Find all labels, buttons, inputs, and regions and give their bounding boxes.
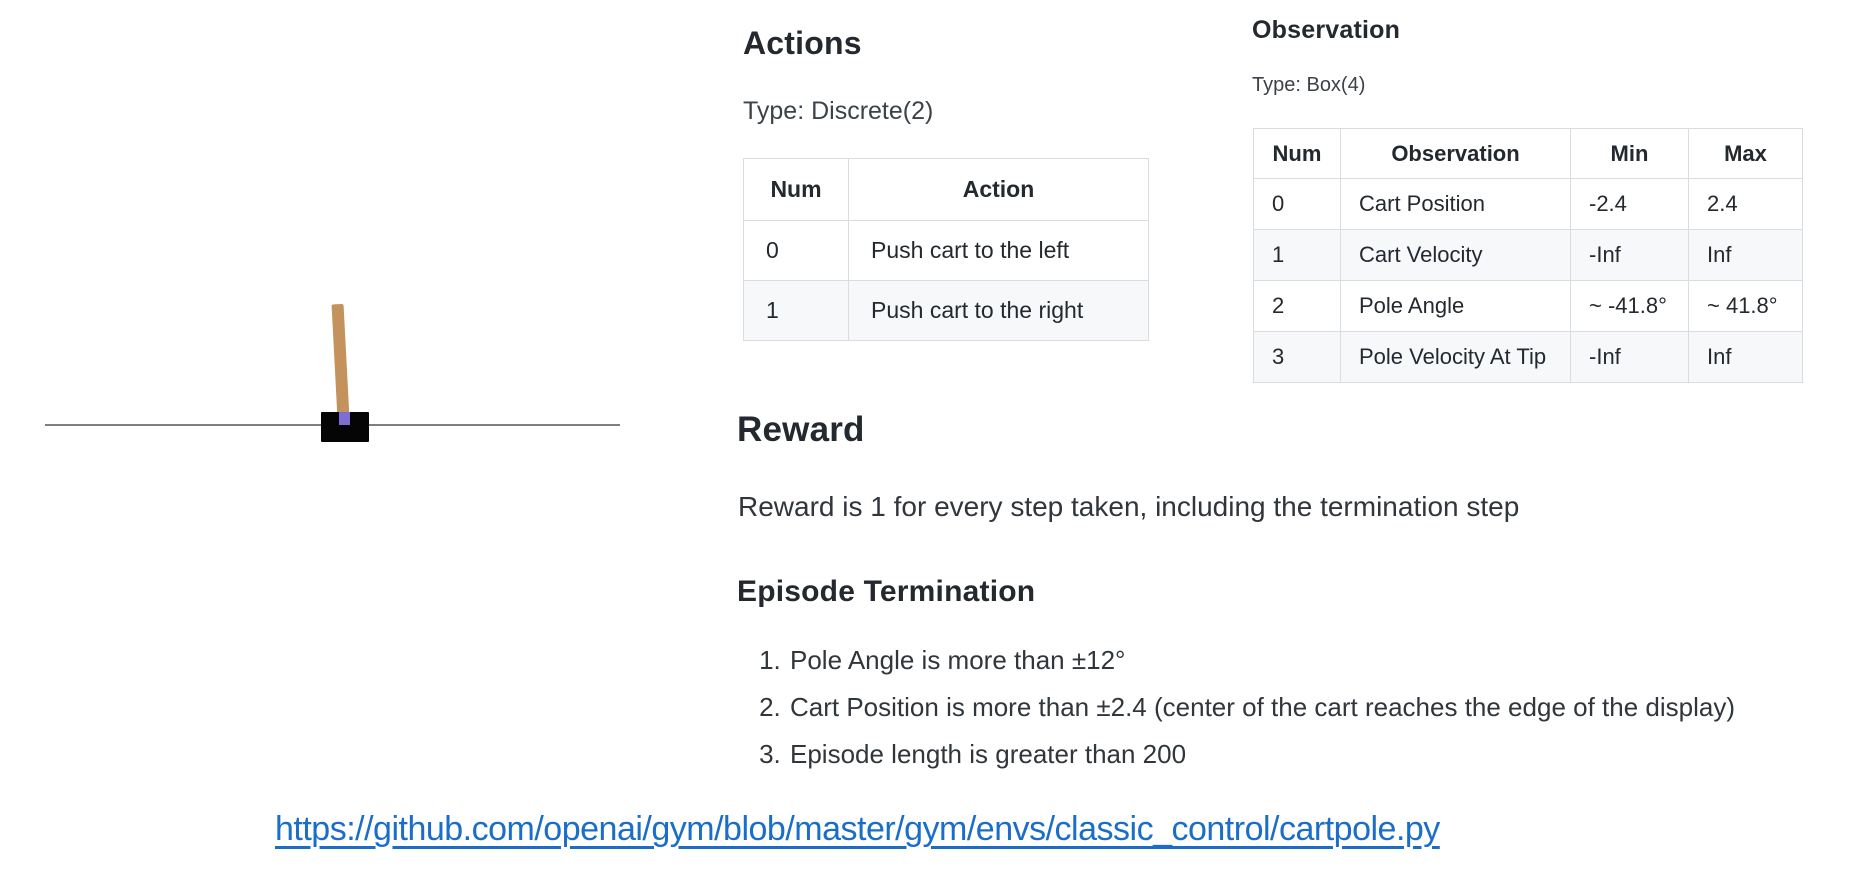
episode-termination-list: Pole Angle is more than ±12° Cart Positi… <box>745 637 1735 778</box>
table-row: 3 Pole Velocity At Tip -Inf Inf <box>1253 331 1803 383</box>
actions-type-line: Type: Discrete(2) <box>743 97 934 125</box>
observation-col-observation: Observation <box>1340 128 1571 179</box>
actions-cell-num: 0 <box>743 220 849 281</box>
actions-cell-num: 1 <box>743 280 849 341</box>
table-row: 0 Push cart to the left <box>743 220 1149 281</box>
observation-col-num: Num <box>1253 128 1341 179</box>
actions-cell-action: Push cart to the left <box>848 220 1149 281</box>
observation-cell-min: -Inf <box>1570 331 1689 383</box>
observation-cell-name: Pole Velocity At Tip <box>1340 331 1571 383</box>
observation-heading: Observation <box>1252 16 1401 44</box>
observation-cell-name: Pole Angle <box>1340 280 1571 332</box>
actions-table: Num Action 0 Push cart to the left 1 Pus… <box>743 158 1149 341</box>
observation-cell-name: Cart Position <box>1340 178 1571 230</box>
table-row: 2 Pole Angle ~ -41.8° ~ 41.8° <box>1253 280 1803 332</box>
table-row: 0 Cart Position -2.4 2.4 <box>1253 178 1803 230</box>
actions-heading: Actions <box>743 25 862 61</box>
observation-cell-num: 1 <box>1253 229 1341 281</box>
observation-table-header-row: Num Observation Min Max <box>1253 128 1803 179</box>
reward-description: Reward is 1 for every step taken, includ… <box>738 491 1520 522</box>
list-item: Episode length is greater than 200 <box>788 731 1735 778</box>
actions-table-header-row: Num Action <box>743 158 1149 221</box>
observation-cell-max: Inf <box>1688 229 1803 281</box>
observation-cell-min: -Inf <box>1570 229 1689 281</box>
observation-col-max: Max <box>1688 128 1803 179</box>
observation-cell-num: 0 <box>1253 178 1341 230</box>
observation-table: Num Observation Min Max 0 Cart Position … <box>1253 128 1803 383</box>
reward-heading: Reward <box>737 410 865 449</box>
observation-cell-min: -2.4 <box>1570 178 1689 230</box>
observation-cell-max: ~ 41.8° <box>1688 280 1803 332</box>
observation-cell-max: 2.4 <box>1688 178 1803 230</box>
table-row: 1 Push cart to the right <box>743 280 1149 341</box>
observation-cell-min: ~ -41.8° <box>1570 280 1689 332</box>
observation-type-line: Type: Box(4) <box>1252 74 1366 96</box>
observation-cell-max: Inf <box>1688 331 1803 383</box>
observation-col-min: Min <box>1570 128 1689 179</box>
cartpole-axle <box>339 412 350 425</box>
table-row: 1 Cart Velocity -Inf Inf <box>1253 229 1803 281</box>
cartpole-pole <box>331 303 350 429</box>
actions-cell-action: Push cart to the right <box>848 280 1149 341</box>
actions-col-action: Action <box>848 158 1149 221</box>
list-item: Cart Position is more than ±2.4 (center … <box>788 684 1735 731</box>
episode-termination-heading: Episode Termination <box>737 575 1036 608</box>
list-item: Pole Angle is more than ±12° <box>788 637 1735 684</box>
observation-cell-num: 2 <box>1253 280 1341 332</box>
observation-cell-name: Cart Velocity <box>1340 229 1571 281</box>
source-code-link[interactable]: https://github.com/openai/gym/blob/maste… <box>275 810 1440 848</box>
actions-col-num: Num <box>743 158 849 221</box>
observation-cell-num: 3 <box>1253 331 1341 383</box>
